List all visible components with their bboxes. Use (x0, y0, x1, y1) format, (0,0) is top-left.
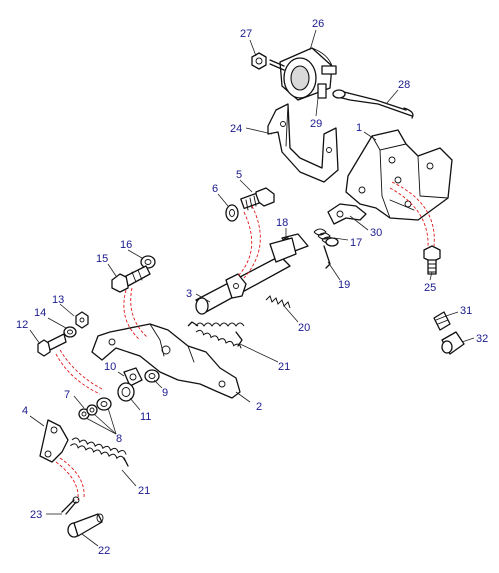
part-8-washers (78, 404, 98, 420)
part-25-bolt (423, 245, 441, 275)
part-4-small-lever (39, 419, 69, 463)
callout-2: 2 (256, 401, 262, 413)
part-21-spring-upper (187, 321, 245, 349)
callout-labels: 26 27 28 29 24 1 30 17 19 18 5 6 25 3 20… (16, 18, 488, 557)
callout-32: 32 (476, 333, 488, 345)
part-31-screw (433, 311, 451, 331)
callout-24: 24 (230, 123, 242, 135)
callout-20: 20 (298, 322, 310, 334)
part-13-nut (75, 311, 89, 329)
callout-21-upper: 21 (278, 361, 290, 373)
part-7-spacer (96, 397, 112, 411)
assembly-paths (55, 181, 435, 501)
callout-12: 12 (16, 319, 28, 331)
part-20-spring (265, 295, 291, 309)
callout-11: 11 (140, 411, 151, 423)
part-32-cap (441, 331, 465, 355)
part-19-spring-wire (323, 245, 331, 269)
callout-8: 8 (116, 433, 122, 445)
part-10-block (123, 367, 143, 387)
part-15-bolt (111, 265, 151, 293)
part-23-split-pin (61, 496, 80, 515)
part-28-cable-link (332, 89, 414, 119)
callout-29: 29 (310, 118, 322, 130)
callout-7: 7 (64, 389, 70, 401)
leader-lines (29, 29, 475, 547)
callout-10: 10 (104, 361, 116, 373)
part-12-bolt (37, 333, 67, 357)
callout-4: 4 (22, 405, 28, 417)
callout-25: 25 (424, 282, 436, 294)
part-21-spring-lower (70, 437, 129, 467)
part-14-washer (63, 326, 77, 338)
part-3-cross-shaft (195, 237, 297, 315)
callout-6: 6 (212, 183, 218, 195)
callout-9: 9 (162, 387, 168, 399)
callout-18: 18 (276, 217, 288, 229)
callout-27: 27 (240, 28, 252, 40)
callout-5: 5 (236, 169, 242, 181)
part-17-torsion-spring (313, 228, 339, 247)
part-30-lever (327, 203, 367, 225)
part-11-bush (117, 382, 135, 402)
callout-21-lower: 21 (138, 485, 150, 497)
callout-1: 1 (356, 122, 362, 134)
part-1-main-bracket (345, 129, 453, 221)
callout-14: 14 (34, 307, 46, 319)
callout-22: 22 (98, 545, 110, 557)
callout-16: 16 (120, 239, 132, 251)
callout-19: 19 (338, 279, 350, 291)
part-27-nut (251, 52, 267, 70)
part-26-vacuum-unit (269, 47, 337, 101)
callout-15: 15 (96, 253, 108, 265)
callout-31: 31 (460, 305, 472, 317)
part-16-washer (140, 255, 156, 269)
callout-28: 28 (398, 79, 410, 91)
callout-3: 3 (186, 288, 192, 300)
callout-30: 30 (370, 227, 382, 239)
callout-13: 13 (52, 294, 64, 306)
part-6-washer (225, 204, 239, 222)
callout-17: 17 (350, 237, 362, 249)
part-24-bracket (267, 103, 339, 183)
part-22-clevis-pin (67, 513, 104, 538)
part-2-lever-plate (91, 323, 241, 399)
part-5-bolt (240, 187, 275, 211)
part-9-washer (144, 369, 160, 383)
callout-23: 23 (30, 509, 42, 521)
callout-26: 26 (312, 18, 324, 30)
